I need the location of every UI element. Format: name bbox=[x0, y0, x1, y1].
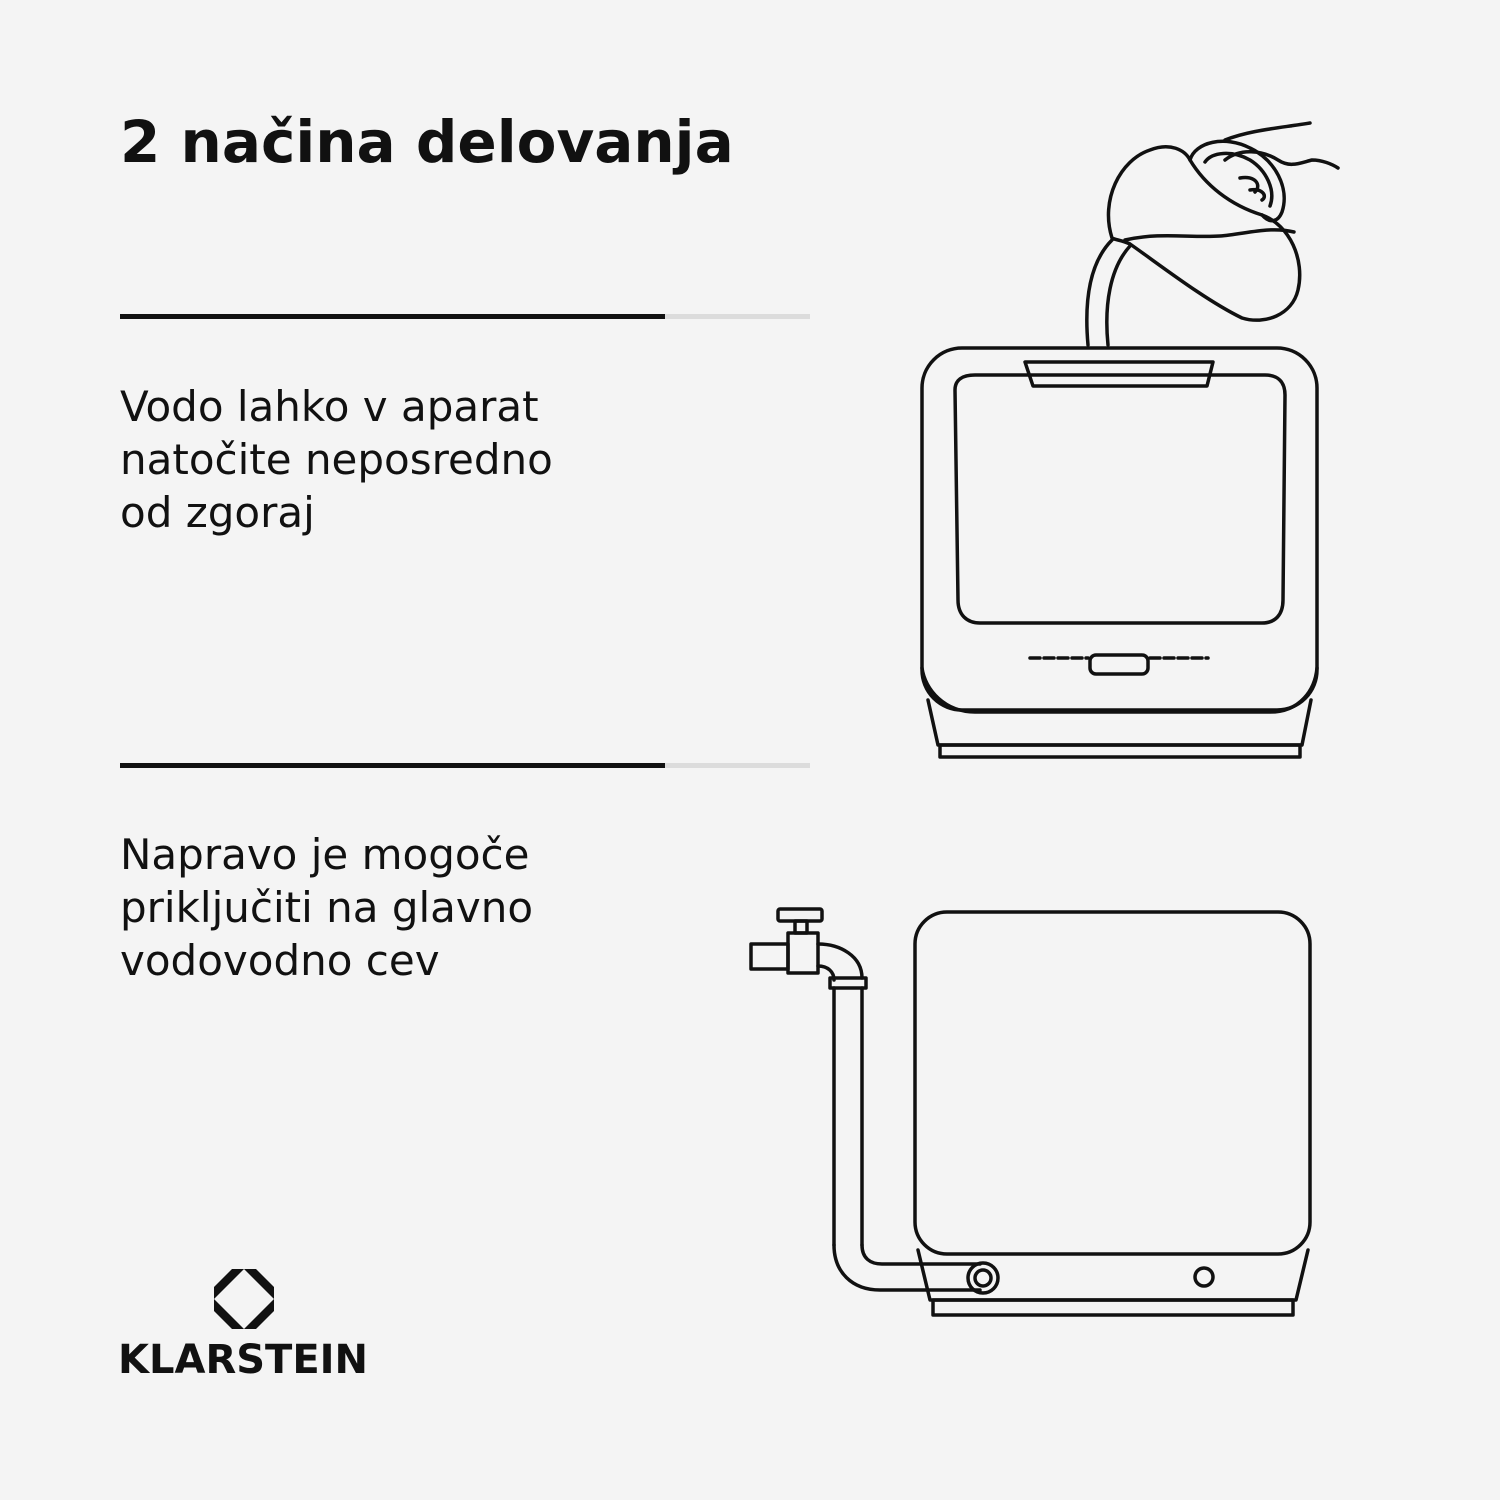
pitcher-pouring-icon bbox=[1085, 121, 1340, 347]
mode-1-description: Vodo lahko v aparat natočite neposredno … bbox=[120, 380, 640, 539]
mode-2-line-2: priključiti na glavno bbox=[120, 883, 534, 932]
klarstein-diamond-logo-icon bbox=[214, 1269, 274, 1329]
mode-2-line-1: Napravo je mogoče bbox=[120, 830, 530, 879]
mode-1-line-2: natočite neposredno bbox=[120, 435, 553, 484]
section-divider-1 bbox=[120, 314, 810, 319]
mode-1-line-1: Vodo lahko v aparat bbox=[120, 382, 539, 431]
dishwasher-top-fill-icon bbox=[920, 346, 1319, 759]
divider-fill bbox=[120, 763, 666, 768]
dishwasher-hose-connected-icon bbox=[913, 910, 1312, 1317]
mode-2-description: Napravo je mogoče priključiti na glavno … bbox=[120, 828, 640, 987]
brand-logo: KLARSTEIN bbox=[118, 1265, 378, 1390]
divider-fill bbox=[120, 314, 666, 319]
mode-1-line-3: od zgoraj bbox=[120, 488, 315, 537]
section-divider-2 bbox=[120, 763, 810, 768]
brand-name: KLARSTEIN bbox=[118, 1337, 369, 1383]
mode-2-line-3: vodovodno cev bbox=[120, 936, 440, 985]
water-tap-icon bbox=[749, 907, 982, 1292]
page-title: 2 načina delovanja bbox=[120, 108, 734, 176]
